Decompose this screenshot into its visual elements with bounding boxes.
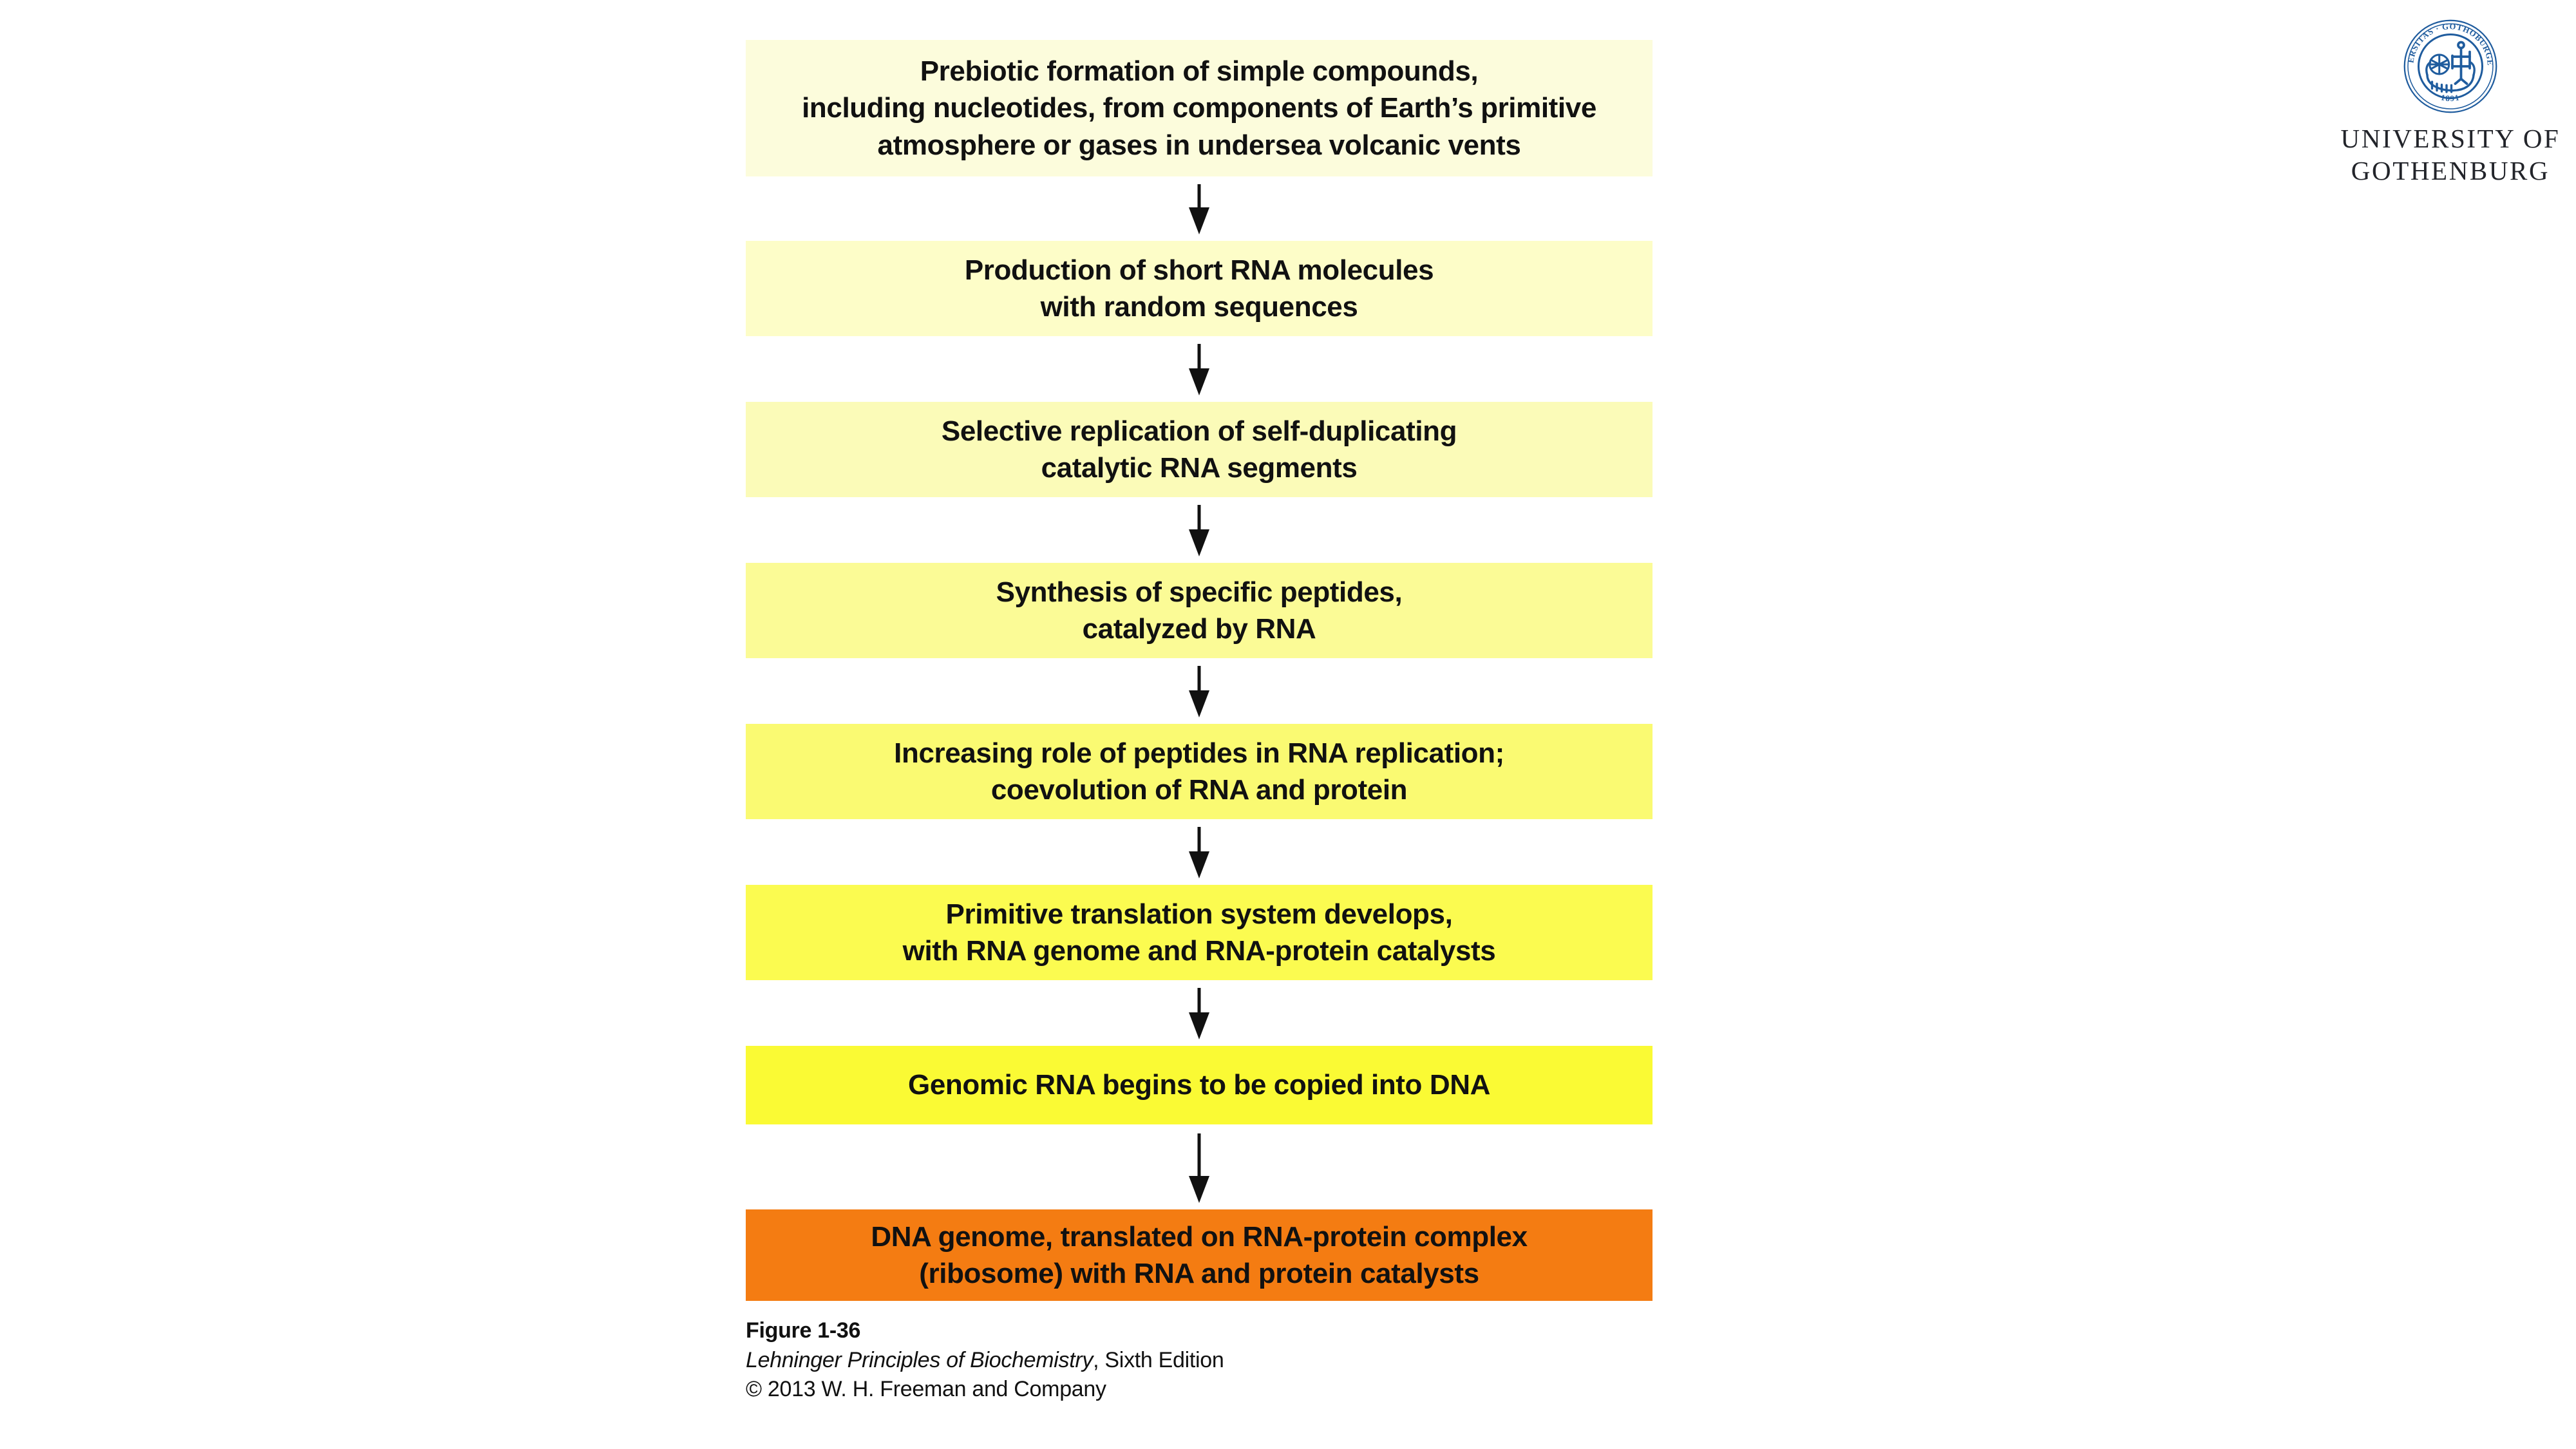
book-title: Lehninger Principles of Biochemistry [746,1347,1094,1372]
flow-step-3-line-2: catalytic RNA segments [1041,452,1358,484]
flow-step-1-line-3: atmosphere or gases in undersea volcanic… [877,129,1521,161]
flow-step-2: Production of short RNA molecules with ra… [746,241,1653,336]
arrow-head-icon [1189,851,1209,878]
university-seal-icon: UNIVERSITAS · GOTHOBURGENSIS · 1891 · [2402,18,2497,113]
flow-step-3-line-1: Selective replication of self-duplicatin… [941,415,1457,447]
flow-arrow-1 [1186,184,1212,234]
arrow-head-icon [1189,207,1209,234]
arrow-shaft-icon [1197,666,1201,693]
arrow-head-icon [1189,529,1209,556]
flow-step-7-line-1: Genomic RNA begins to be copied into DNA [908,1069,1490,1101]
figure-caption: Figure 1-36 Lehninger Principles of Bioc… [746,1316,1712,1405]
flow-step-2-line-1: Production of short RNA molecules [964,254,1434,286]
flow-step-7: Genomic RNA begins to be copied into DNA [746,1046,1653,1124]
arrow-shaft-icon [1197,827,1201,854]
flow-arrow-6 [1186,988,1212,1039]
flow-step-8: DNA genome, translated on RNA-protein co… [746,1209,1653,1301]
wordmark-line-2: GOTHENBURG [2351,156,2550,186]
arrow-shaft-icon [1197,988,1201,1015]
flow-arrow-7 [1186,1133,1212,1203]
figure-number: Figure 1-36 [746,1318,861,1343]
flow-step-4-line-2: catalyzed by RNA [1082,613,1316,645]
figure-source-book: Lehninger Principles of Biochemistry, Si… [746,1346,1712,1376]
flow-step-1-line-1: Prebiotic formation of simple compounds, [920,55,1479,88]
arrow-shaft-icon [1197,344,1201,371]
figure-copyright: © 2013 W. H. Freeman and Company [746,1377,1106,1402]
flow-step-6-line-2: with RNA genome and RNA-protein catalyst… [902,935,1496,967]
book-edition: , Sixth Edition [1093,1347,1224,1372]
flow-step-4-line-1: Synthesis of specific peptides, [996,576,1403,608]
university-wordmark: UNIVERSITY OF GOTHENBURG [2318,122,2576,187]
arrow-shaft-icon [1197,505,1201,532]
flow-step-1-line-2: including nucleotides, from components o… [802,92,1596,124]
flow-step-2-line-2: with random sequences [1040,291,1358,323]
svg-text:· 1891 ·: · 1891 · [2434,91,2468,103]
flow-step-8-line-1: DNA genome, translated on RNA-protein co… [871,1220,1528,1253]
wordmark-line-1: UNIVERSITY OF [2340,124,2561,153]
flow-step-5: Increasing role of peptides in RNA repli… [746,724,1653,819]
flow-arrow-5 [1186,827,1212,878]
arrow-head-icon [1189,690,1209,717]
flow-arrow-2 [1186,344,1212,395]
arrow-shaft-icon [1197,184,1201,210]
flow-arrow-4 [1186,666,1212,717]
flow-step-6-line-1: Primitive translation system develops, [945,898,1453,930]
arrow-head-icon [1189,1176,1209,1203]
flowchart: Prebiotic formation of simple compounds,… [746,0,1653,1449]
arrow-head-icon [1189,368,1209,395]
flow-step-6: Primitive translation system develops, wi… [746,885,1653,980]
flow-step-1: Prebiotic formation of simple compounds,… [746,40,1653,176]
flow-step-4: Synthesis of specific peptides, catalyzed… [746,563,1653,658]
flow-step-8-line-2: (ribosome) with RNA and protein catalyst… [919,1258,1479,1289]
flow-step-5-line-1: Increasing role of peptides in RNA repli… [894,737,1504,769]
flow-step-5-line-2: coevolution of RNA and protein [990,774,1408,806]
arrow-head-icon [1189,1012,1209,1039]
flow-arrow-3 [1186,505,1212,556]
flow-step-3: Selective replication of self-duplicatin… [746,402,1653,497]
university-logo: UNIVERSITAS · GOTHOBURGENSIS · 1891 · [2318,18,2576,187]
arrow-shaft-icon [1197,1133,1201,1179]
